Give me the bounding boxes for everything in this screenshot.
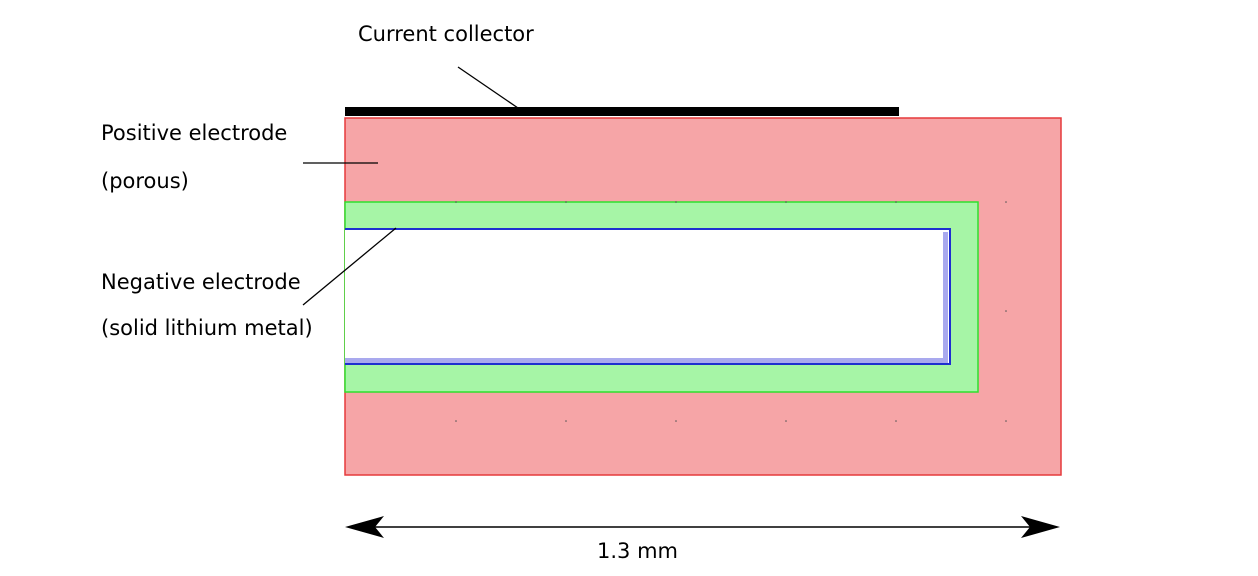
current-collector-leader — [457, 66, 519, 109]
current-collector-label: Current collector — [358, 22, 534, 46]
positive-electrode-label-line1: Positive electrode — [101, 121, 288, 145]
negative-electrode-label-line2: (solid lithium metal) — [101, 316, 313, 340]
positive-electrode-label-line2: (porous) — [101, 169, 189, 193]
dimension-arrow — [345, 516, 1060, 538]
inner-cavity — [345, 229, 950, 364]
negative-electrode-label-line1: Negative electrode — [101, 270, 301, 294]
dimension-arrowhead-right — [1021, 516, 1060, 538]
dimension-label: 1.3 mm — [597, 539, 678, 563]
negative-electrode-leader — [302, 227, 397, 306]
negative-electrode-boundary — [345, 228, 951, 365]
dimension-arrowhead-left — [345, 516, 384, 538]
current-collector-bar — [345, 107, 899, 116]
mesh-dots — [455, 201, 1007, 422]
